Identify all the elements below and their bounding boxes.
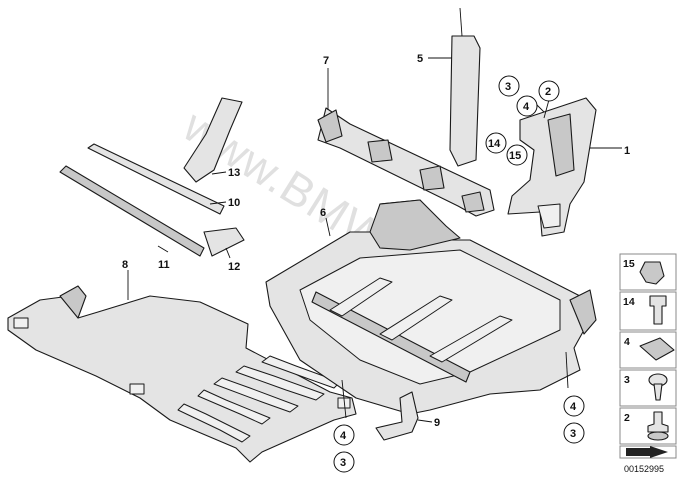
callout-11: 11 <box>158 259 170 271</box>
callout-2: 2 <box>545 86 551 98</box>
circled-callouts: 3 2 4 14 15 4 3 4 3 <box>333 75 585 473</box>
part-12-end-cap[interactable] <box>203 227 245 257</box>
callout-4-bottom: 4 <box>340 430 347 442</box>
part-1-side-bracket[interactable] <box>507 97 597 237</box>
callout-labels: 1 5 7 6 13 10 11 12 8 9 <box>122 53 630 429</box>
part-7-bracket-rail[interactable] <box>317 107 495 217</box>
bolt-icon <box>649 295 667 325</box>
legend-item-15: 15 <box>623 258 635 270</box>
part-6-main-tray[interactable] <box>265 199 597 415</box>
leader-lines <box>127 57 622 423</box>
callout-12: 12 <box>228 261 240 273</box>
callout-9: 9 <box>434 417 440 429</box>
speed-nut-icon <box>639 337 675 361</box>
callout-5: 5 <box>417 53 423 65</box>
screw-icon <box>647 411 669 433</box>
callout-14: 14 <box>488 138 501 150</box>
clip-nut-icon <box>639 261 665 285</box>
part-9-small-bracket[interactable] <box>375 391 419 441</box>
diagram-id: 00152995 <box>624 464 664 474</box>
callout-3-right: 3 <box>570 428 576 440</box>
callout-7: 7 <box>323 55 329 67</box>
legend-item-4: 4 <box>624 336 630 348</box>
callout-6: 6 <box>320 207 326 219</box>
callout-3: 3 <box>505 81 511 93</box>
callout-8: 8 <box>122 259 128 271</box>
part-5-vertical-strip[interactable] <box>449 7 481 167</box>
callout-10: 10 <box>228 197 240 209</box>
callout-3-bottom: 3 <box>340 457 346 469</box>
callout-13: 13 <box>228 167 240 179</box>
legend-item-2: 2 <box>624 412 630 424</box>
part-10-upper-strip[interactable] <box>87 143 225 215</box>
part-13-angled-trim[interactable] <box>183 97 243 183</box>
part-11-lower-strip[interactable] <box>59 165 205 257</box>
legend-item-14: 14 <box>623 296 635 308</box>
callout-4: 4 <box>523 101 530 113</box>
callout-4-right: 4 <box>570 401 577 413</box>
arrow-icon <box>626 446 668 458</box>
fastener-legend: 15 14 4 3 2 00152995 <box>619 253 677 474</box>
callout-1: 1 <box>624 145 630 157</box>
callout-15: 15 <box>509 150 521 162</box>
legend-item-3: 3 <box>624 374 630 386</box>
part-8-underbody-panel[interactable] <box>7 285 357 463</box>
